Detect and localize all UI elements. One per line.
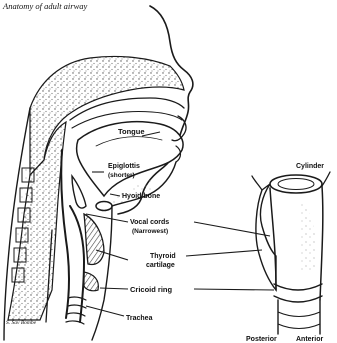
label-thyroid-cartilage: cartilage <box>146 262 175 269</box>
label-cricoid-ring: Cricoid ring <box>130 285 173 294</box>
label-vocal-cords: Vocal cords <box>130 219 169 226</box>
figure-title: Anatomy of adult airway <box>2 1 88 11</box>
label-thyroid: Thyroid <box>150 253 176 260</box>
label-epiglottis-note: (shorter) <box>108 172 135 179</box>
label-vocal-cords-note: (Narrowest) <box>132 228 168 235</box>
label-anterior: Anterior <box>296 336 324 343</box>
label-hyoid-bone: Hyoid bone <box>122 193 160 200</box>
larynx-inset-drawing <box>252 172 330 334</box>
label-cylinder: Cylinder <box>296 163 324 170</box>
label-tongue: Tongue <box>118 127 145 136</box>
label-trachea: Trachea <box>126 315 153 322</box>
artist-credit: S. Sav Bombe <box>6 320 37 326</box>
label-posterior: Posterior <box>246 336 277 343</box>
label-epiglottis: Epiglottis <box>108 163 140 170</box>
